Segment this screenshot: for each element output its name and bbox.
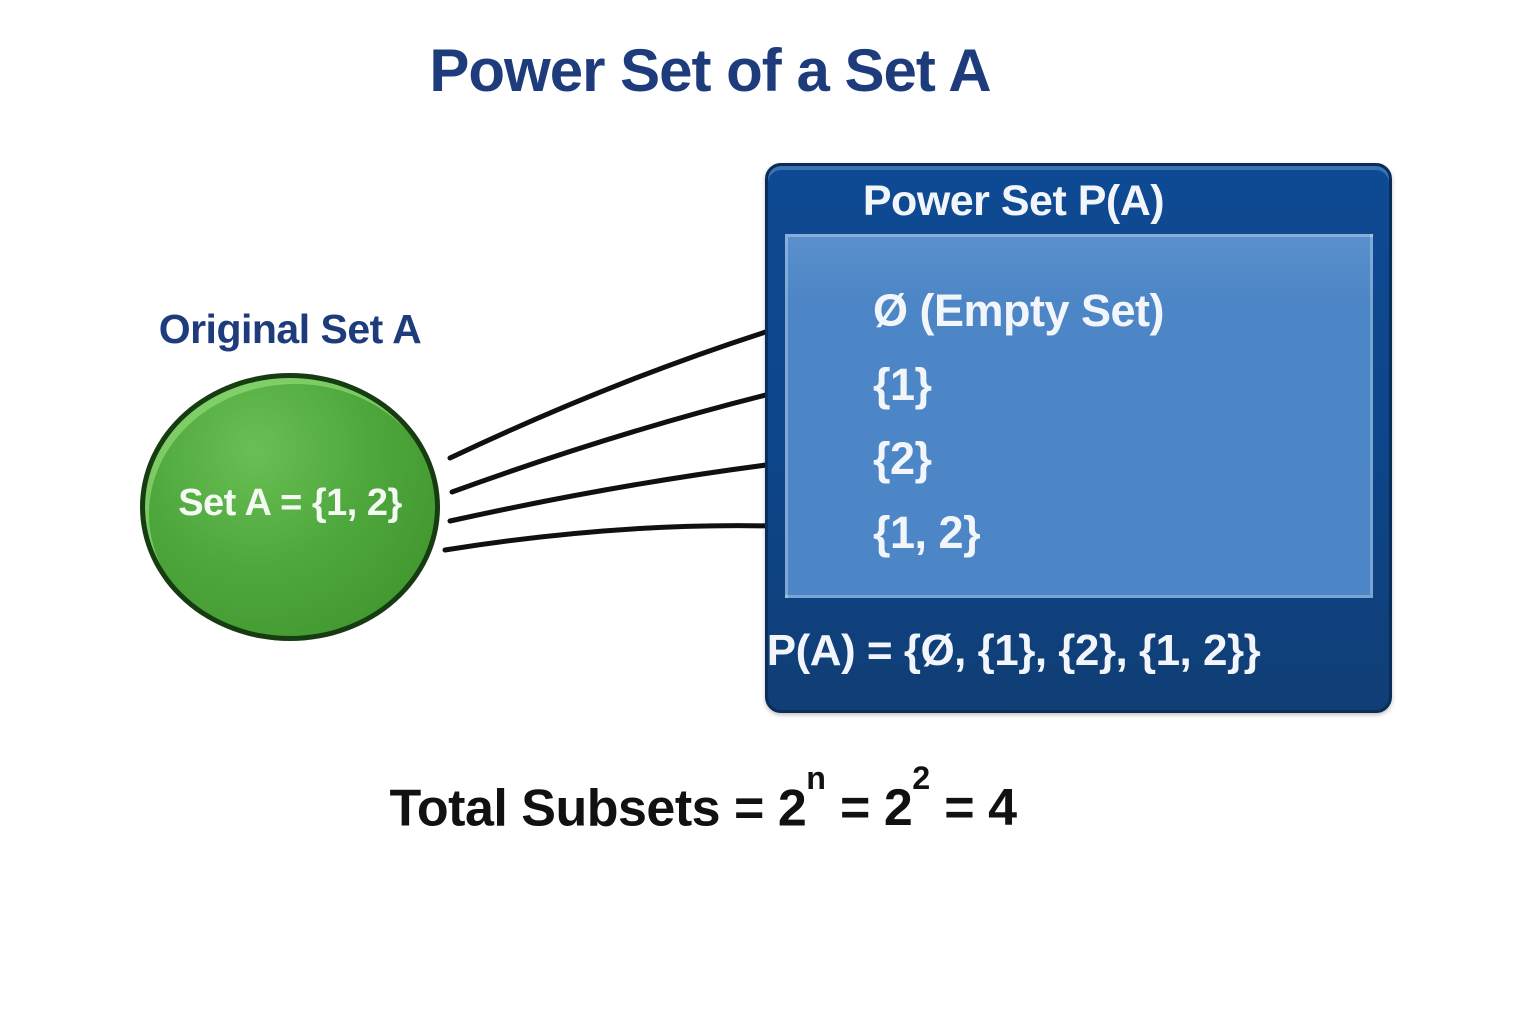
subset-item-1: {1} <box>873 359 932 410</box>
power-set-header: Power Set P(A) <box>862 177 1165 225</box>
power-set-footer: P(A) = {Ø, {1}, {2}, {1, 2}} <box>766 626 1261 675</box>
subset-item-1-2: {1, 2} <box>873 507 981 558</box>
original-set-label: Original Set A <box>158 306 422 352</box>
set-a-circle: Set A = {1, 2} <box>140 373 440 641</box>
set-a-value: Set A = {1, 2} <box>178 481 402 524</box>
subset-item-empty: Ø (Empty Set) <box>873 285 1165 336</box>
formula-lhs: Total Subsets = 2 <box>389 779 807 838</box>
subset-item-2: {2} <box>873 433 932 484</box>
formula-exponent-2: 2 <box>912 760 930 797</box>
formula-exponent-n: n <box>806 760 826 797</box>
power-set-body: Ø (Empty Set) {1} {2} {1, 2} <box>785 234 1373 598</box>
power-set-box: Power Set P(A) Ø (Empty Set) {1} {2} {1,… <box>765 163 1392 713</box>
page-title: Power Set of a Set A <box>429 37 991 104</box>
formula-rhs: = 4 <box>944 779 1017 838</box>
formula-mid: = 2 <box>840 779 913 838</box>
total-subsets-formula: Total Subsets = 2n = 22 = 4 <box>0 760 1406 838</box>
